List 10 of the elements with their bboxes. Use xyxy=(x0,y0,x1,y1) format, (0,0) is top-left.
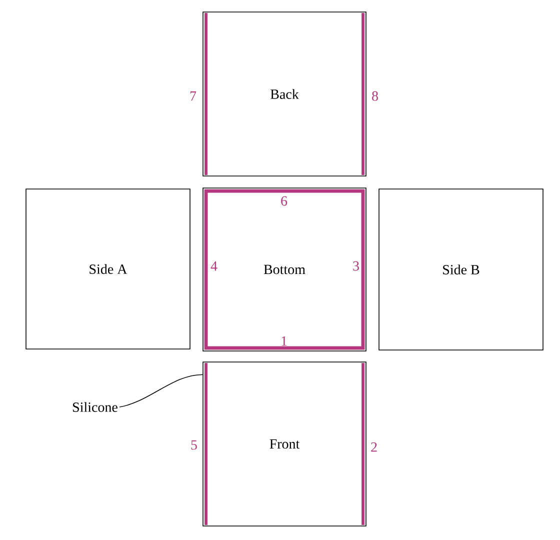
panel-box: Side B xyxy=(378,188,544,350)
seam-number: 3 xyxy=(353,261,359,271)
leader-line xyxy=(119,374,203,408)
seam-number: 1 xyxy=(282,336,287,346)
callout-text: Silicone xyxy=(73,402,118,412)
panel-box: Side A xyxy=(26,188,190,350)
seam-number: 4 xyxy=(210,261,218,271)
seam-number: 6 xyxy=(281,196,288,206)
panel-box: Back xyxy=(202,12,366,176)
panel-box: Front xyxy=(202,362,366,526)
